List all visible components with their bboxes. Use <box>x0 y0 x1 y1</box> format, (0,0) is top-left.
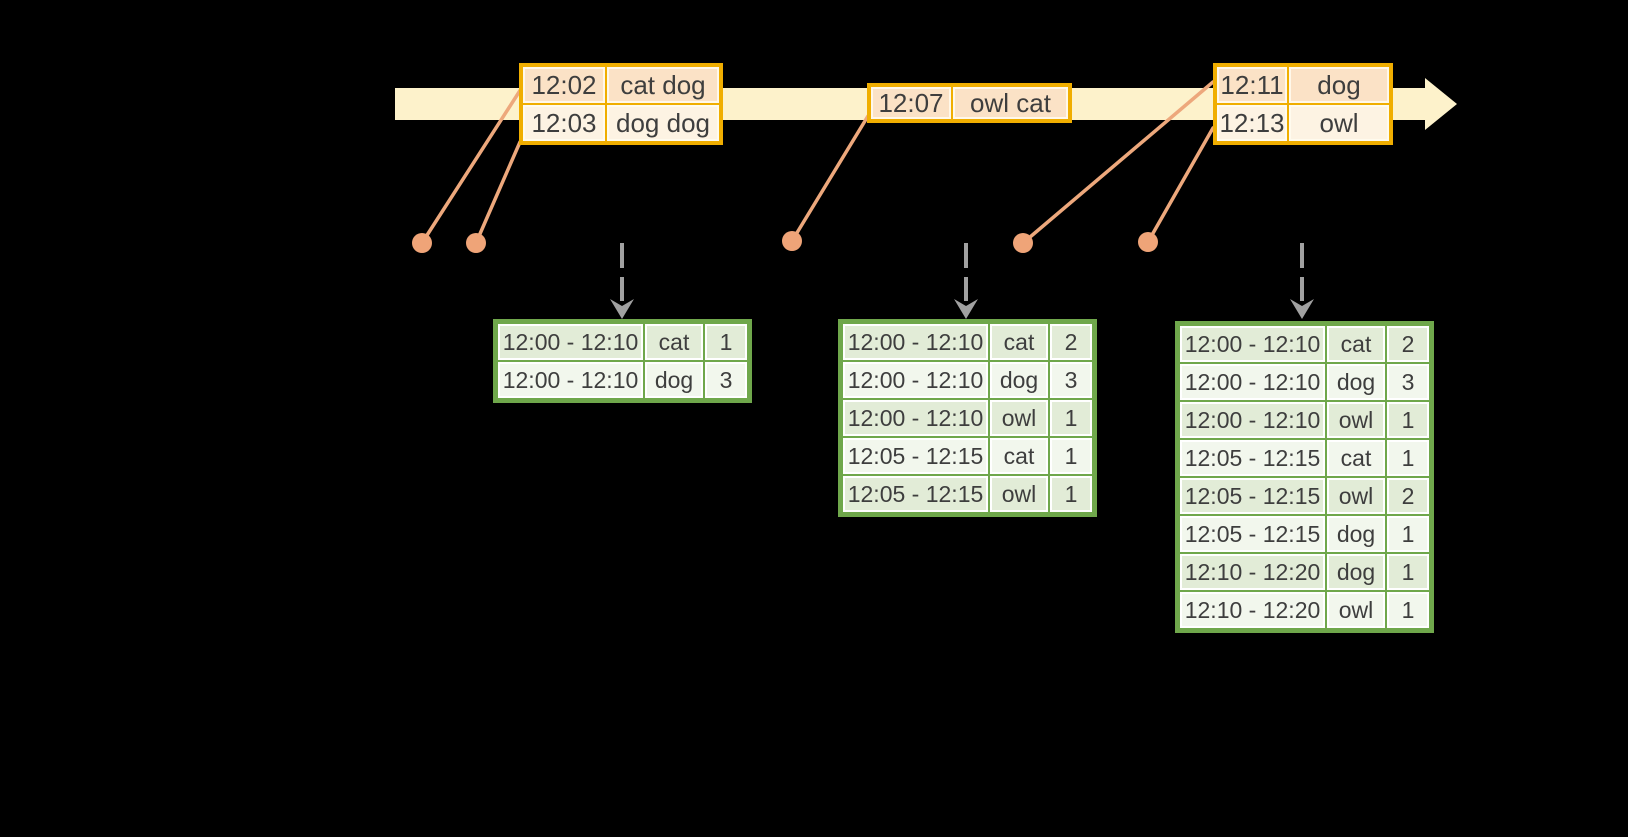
word-cell: cat <box>988 436 1050 476</box>
count-cell: 3 <box>1048 360 1096 400</box>
table-row: 12:00 - 12:10 cat 2 <box>1176 322 1433 364</box>
table-row: 12:00 - 12:10 dog 3 <box>494 360 751 402</box>
connector-line-3 <box>790 114 870 243</box>
connector-line-5 <box>1146 126 1215 244</box>
count-cell: 2 <box>1385 476 1433 516</box>
count-cell: 3 <box>703 360 751 402</box>
event-time-cell: 12:11 <box>1214 64 1289 105</box>
connector-line-4 <box>1021 80 1215 245</box>
window-cell: 12:00 - 12:10 <box>1176 362 1327 402</box>
table-row: 12:05 - 12:15 cat 1 <box>839 436 1096 476</box>
window-cell: 12:05 - 12:15 <box>839 474 990 516</box>
word-cell: cat <box>643 320 705 362</box>
word-cell: cat <box>988 320 1050 362</box>
connector-line-1 <box>420 87 523 245</box>
count-cell: 1 <box>703 320 751 362</box>
count-cell: 1 <box>1385 552 1433 592</box>
window-cell: 12:00 - 12:10 <box>494 360 645 402</box>
count-cell: 1 <box>1048 436 1096 476</box>
trigger-arrowhead-1 <box>610 299 634 319</box>
count-cell: 1 <box>1385 514 1433 554</box>
table-row: 12:10 - 12:20 dog 1 <box>1176 552 1433 592</box>
count-cell: 1 <box>1385 438 1433 478</box>
event-words-cell: dog dog <box>605 103 722 144</box>
result-table-1: 12:00 - 12:10 cat 1 12:00 - 12:10 dog 3 <box>493 319 752 403</box>
window-cell: 12:10 - 12:20 <box>1176 552 1327 592</box>
window-cell: 12:00 - 12:10 <box>839 320 990 362</box>
window-cell: 12:05 - 12:15 <box>1176 438 1327 478</box>
window-cell: 12:05 - 12:15 <box>1176 514 1327 554</box>
event-time-cell: 12:07 <box>868 84 953 122</box>
window-cell: 12:00 - 12:10 <box>494 320 645 362</box>
event-words-cell: owl <box>1287 103 1392 144</box>
count-cell: 3 <box>1385 362 1433 402</box>
event-dot-3 <box>782 231 802 251</box>
word-cell: dog <box>988 360 1050 400</box>
word-cell: dog <box>1325 514 1387 554</box>
event-time-cell: 12:03 <box>520 103 607 144</box>
trigger-arrowhead-3 <box>1290 299 1314 319</box>
word-cell: cat <box>1325 438 1387 478</box>
event-table-2: 12:07 owl cat <box>867 83 1072 123</box>
table-row: 12:05 - 12:15 cat 1 <box>1176 438 1433 478</box>
table-row: 12:05 - 12:15 owl 1 <box>839 474 1096 516</box>
event-dot-1 <box>412 233 432 253</box>
table-row: 12:00 - 12:10 cat 2 <box>839 320 1096 362</box>
event-table-1: 12:02 cat dog 12:03 dog dog <box>519 63 723 145</box>
table-row: 12:13 owl <box>1214 103 1392 144</box>
event-dot-5 <box>1138 232 1158 252</box>
connector-line-2 <box>474 140 522 245</box>
table-row: 12:02 cat dog <box>520 64 722 105</box>
count-cell: 1 <box>1385 400 1433 440</box>
table-row: 12:07 owl cat <box>868 84 1071 122</box>
event-words-cell: cat dog <box>605 64 722 105</box>
window-cell: 12:00 - 12:10 <box>1176 400 1327 440</box>
count-cell: 2 <box>1048 320 1096 362</box>
count-cell: 1 <box>1385 590 1433 632</box>
word-cell: dog <box>1325 362 1387 402</box>
event-time-cell: 12:13 <box>1214 103 1289 144</box>
event-words-cell: owl cat <box>951 84 1071 122</box>
word-cell: owl <box>988 474 1050 516</box>
table-row: 12:00 - 12:10 owl 1 <box>839 398 1096 438</box>
table-row: 12:11 dog <box>1214 64 1392 105</box>
count-cell: 1 <box>1048 398 1096 438</box>
table-row: 12:03 dog dog <box>520 103 722 144</box>
timeline-arrowhead <box>1425 78 1457 130</box>
count-cell: 1 <box>1048 474 1096 516</box>
window-cell: 12:05 - 12:15 <box>839 436 990 476</box>
result-table-3: 12:00 - 12:10 cat 2 12:00 - 12:10 dog 3 … <box>1175 321 1434 633</box>
event-words-cell: dog <box>1287 64 1392 105</box>
table-row: 12:10 - 12:20 owl 1 <box>1176 590 1433 632</box>
word-cell: owl <box>988 398 1050 438</box>
table-row: 12:00 - 12:10 dog 3 <box>1176 362 1433 402</box>
word-cell: owl <box>1325 590 1387 632</box>
word-cell: dog <box>643 360 705 402</box>
window-cell: 12:00 - 12:10 <box>839 398 990 438</box>
event-table-3: 12:11 dog 12:13 owl <box>1213 63 1393 145</box>
table-row: 12:00 - 12:10 dog 3 <box>839 360 1096 400</box>
word-cell: owl <box>1325 476 1387 516</box>
result-table-2: 12:00 - 12:10 cat 2 12:00 - 12:10 dog 3 … <box>838 319 1097 517</box>
event-dot-2 <box>466 233 486 253</box>
trigger-arrowhead-2 <box>954 299 978 319</box>
word-cell: dog <box>1325 552 1387 592</box>
count-cell: 2 <box>1385 322 1433 364</box>
table-row: 12:05 - 12:15 owl 2 <box>1176 476 1433 516</box>
word-cell: cat <box>1325 322 1387 364</box>
table-row: 12:05 - 12:15 dog 1 <box>1176 514 1433 554</box>
window-cell: 12:00 - 12:10 <box>1176 322 1327 364</box>
window-cell: 12:05 - 12:15 <box>1176 476 1327 516</box>
table-row: 12:00 - 12:10 owl 1 <box>1176 400 1433 440</box>
event-dot-4 <box>1013 233 1033 253</box>
table-row: 12:00 - 12:10 cat 1 <box>494 320 751 362</box>
word-cell: owl <box>1325 400 1387 440</box>
window-cell: 12:00 - 12:10 <box>839 360 990 400</box>
window-cell: 12:10 - 12:20 <box>1176 590 1327 632</box>
event-time-cell: 12:02 <box>520 64 607 105</box>
